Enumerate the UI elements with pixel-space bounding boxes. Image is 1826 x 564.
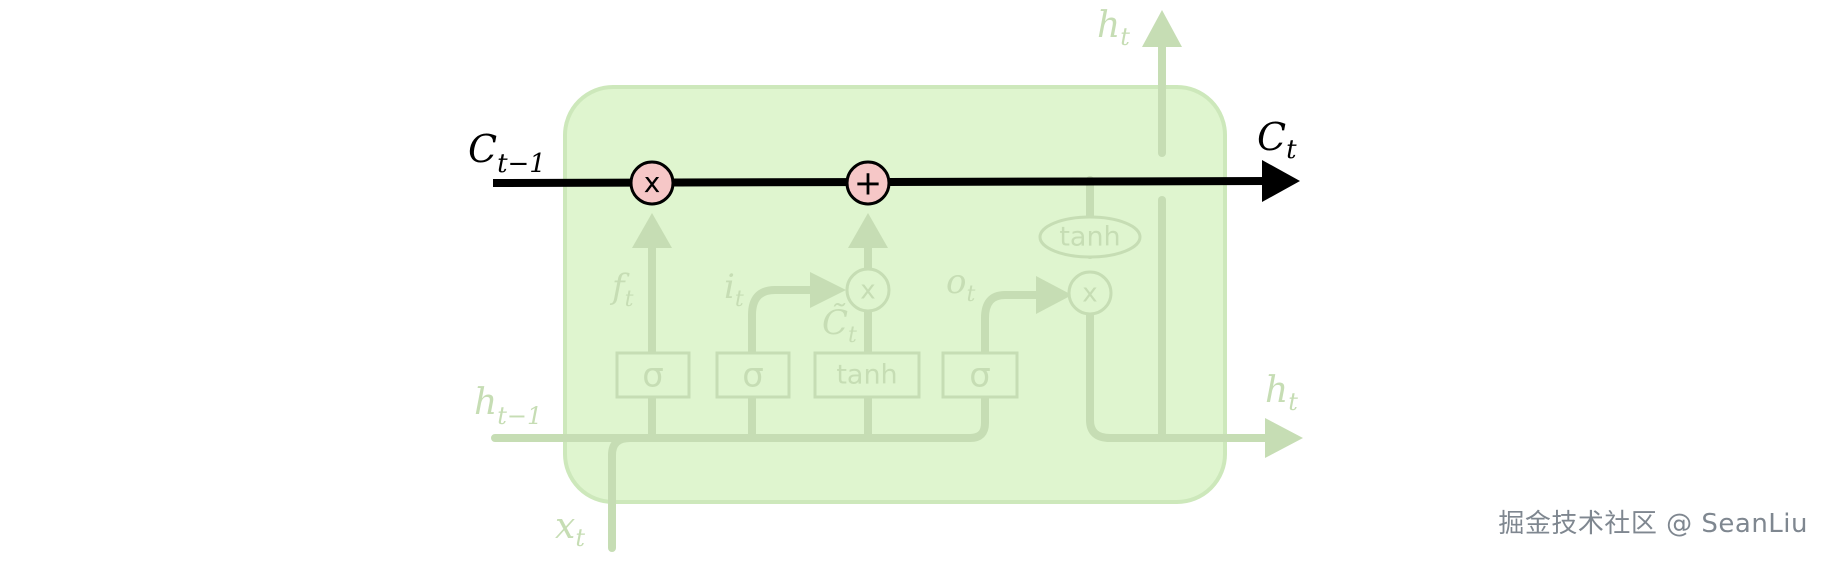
label-c-prev: Ct−1 — [468, 127, 546, 179]
add-op: + — [845, 160, 891, 206]
label-h-prev: ht−1 — [474, 382, 542, 430]
h-right-arrowhead — [1265, 418, 1303, 458]
input-multiply-symbol: x — [860, 276, 875, 306]
candidate-arrowhead — [848, 213, 888, 248]
output-gate-arrowhead — [1036, 276, 1072, 314]
forget-multiply-op: x — [629, 160, 675, 206]
forget-gate-label: σ — [642, 356, 664, 396]
gate-layers — [615, 215, 1142, 399]
label-c-tilde-t: C̃t — [822, 303, 857, 348]
label-i-t: it — [724, 267, 744, 312]
candidate-gate-box — [813, 351, 921, 399]
label-c-next: Ct — [1257, 115, 1297, 165]
add-symbol: + — [854, 164, 883, 204]
label-h-top: ht — [1097, 5, 1130, 51]
output-gate-label: σ — [969, 356, 991, 396]
input-gate-label: σ — [742, 356, 764, 396]
cell-tanh-label: tanh — [1059, 222, 1120, 253]
cell-tanh-ellipse — [1038, 215, 1142, 259]
watermark: 掘金技术社区 @ SeanLiu — [1498, 509, 1808, 539]
label-h-right: ht — [1265, 370, 1298, 416]
label-o-t: ot — [946, 262, 975, 307]
forget-multiply-symbol: x — [644, 166, 661, 199]
h-top-arrowhead — [1142, 10, 1182, 47]
candidate-gate-label: tanh — [836, 360, 897, 391]
output-multiply-circle — [1067, 270, 1113, 316]
cell-state-arrowhead — [1262, 160, 1300, 202]
label-x-t: xt — [555, 506, 585, 552]
forget-gate-arrowhead — [632, 213, 672, 248]
input-multiply-circle — [845, 267, 891, 313]
input-gate-box — [715, 351, 791, 399]
output-multiply-symbol: x — [1082, 279, 1097, 309]
input-gate-arrowhead — [810, 272, 846, 308]
faded-arrowheads — [632, 10, 1303, 458]
forget-gate-box — [615, 351, 691, 399]
output-gate-box — [941, 351, 1019, 399]
